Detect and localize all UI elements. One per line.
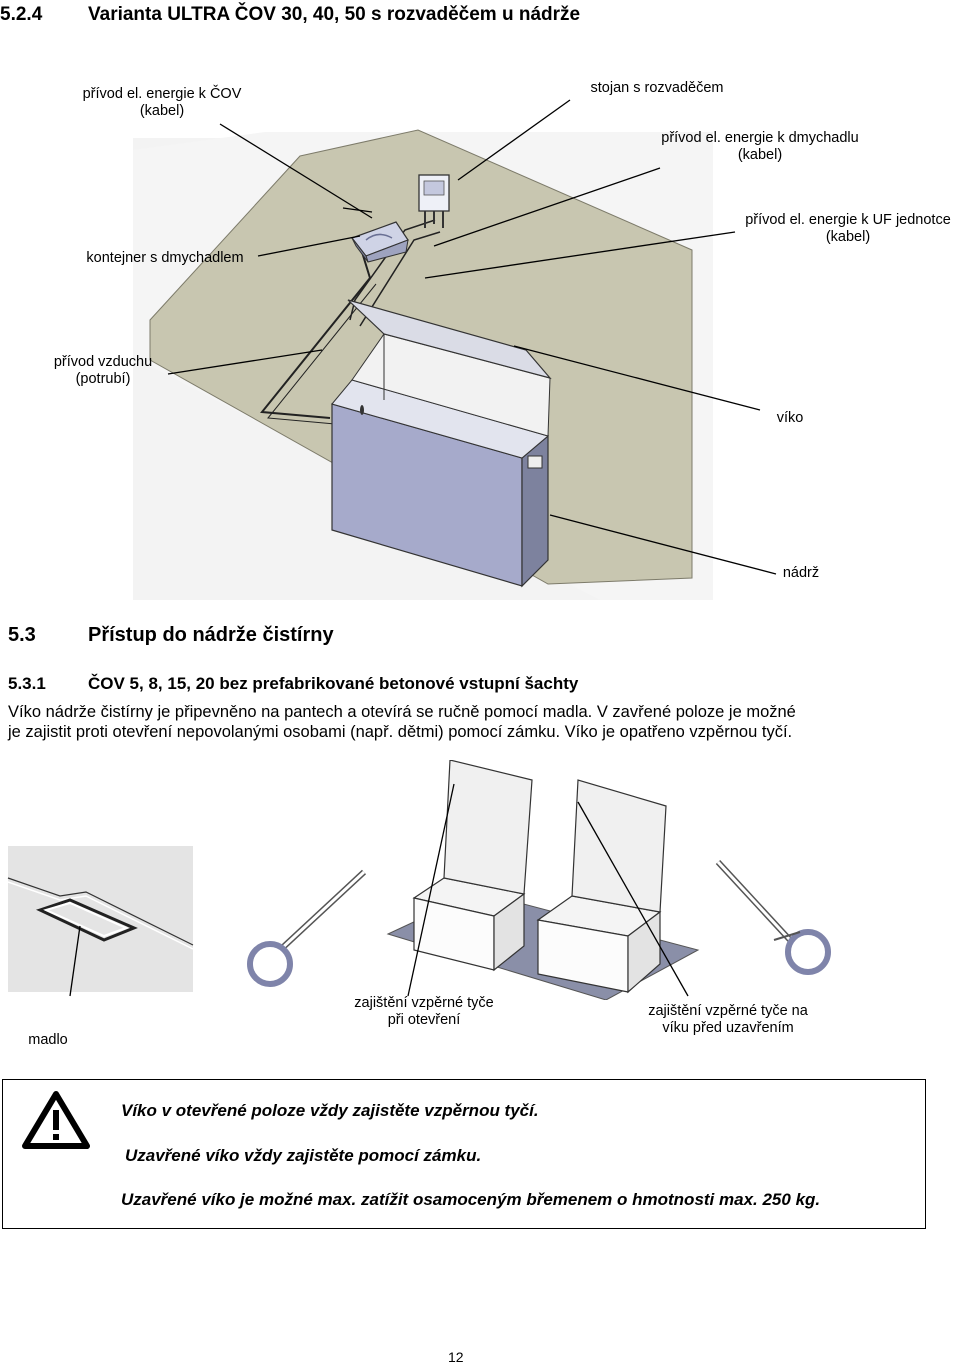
air-pipe [260,251,372,419]
tank-port [527,455,543,469]
label-strut-closed: zajištění vzpěrné tyče na víku před uzav… [630,1003,826,1037]
label-power-uf-line1: přívod el. energie k UF jednotce [745,212,951,228]
lid-access-figure [7,760,831,1000]
warning-box: Víko v otevřené poloze vždy zajistěte vz… [2,1079,926,1229]
label-stand: stojan s rozvaděčem [590,80,724,96]
label-power-uf: přívod el. energie k UF jednotce (kabel) [736,212,960,246]
strut-ring-1 [247,941,293,987]
label-air-line1: přívod vzduchu [53,354,153,370]
label-tank: nádrž [782,565,820,581]
section-title-5-3: Přístup do nádrže čistírny [88,624,334,646]
warning-triangle-icon [22,1091,90,1149]
strut-ring-2 [785,929,831,975]
warning-line-2: Uzavřené víko vždy zajistěte pomocí zámk… [125,1146,482,1165]
label-handle: madlo [28,1032,68,1048]
cable-route [349,219,436,321]
section-number-5-2-4: 5.2.4 [0,4,43,25]
section-title-5-2-4: Varianta ULTRA ČOV 30, 40, 50 s rozvaděč… [88,4,581,25]
paragraph-line-1: Víko nádrže čistírny je připevněno na pa… [8,703,796,721]
handle-shape [35,898,138,942]
label-strut-closed-line2: víku před uzavřením [662,1020,794,1036]
label-power-blower: přívod el. energie k dmychadlu (kabel) [640,130,880,164]
label-air-line2: (potrubí) [75,371,131,387]
label-air-supply: přívod vzduchu (potrubí) [40,354,166,388]
section-number-5-3: 5.3 [8,624,36,646]
warning-line-1: Víko v otevřené poloze vždy zajistěte vz… [121,1101,539,1120]
label-power-cov: přívod el. energie k ČOV (kabel) [62,86,262,120]
installation-figure [133,99,777,600]
label-power-cov-line2: (kabel) [139,103,185,119]
section-title-5-3-1: ČOV 5, 8, 15, 20 bez prefabrikované beto… [88,674,579,693]
label-power-uf-line2: (kabel) [825,229,871,245]
label-container: kontejner s dmychadlem [86,250,244,266]
label-lid: víko [776,410,804,426]
label-power-cov-line1: přívod el. energie k ČOV [82,86,242,102]
label-strut-closed-line1: zajištění vzpěrné tyče na [648,1003,808,1019]
tank-lid [347,299,552,380]
section-number-5-3-1: 5.3.1 [8,674,46,693]
lid-open-1 [443,760,533,895]
body-paragraph: Víko nádrže čistírny je připevněno na pa… [8,702,953,742]
label-strut-open-line1: zajištění vzpěrné tyče [354,995,494,1011]
page-number: 12 [448,1349,464,1365]
handle-detail-panel [8,846,193,992]
label-strut-open-line2: při otevření [387,1012,461,1028]
label-power-blower-line2: (kabel) [737,147,783,163]
label-strut-open: zajištění vzpěrné tyče při otevření [330,995,518,1029]
paragraph-line-2: je zajistit proti otevření nepovolanými … [8,723,793,741]
label-power-blower-line1: přívod el. energie k dmychadlu [661,130,859,146]
warning-line-3: Uzavřené víko je možné max. zatížit osam… [121,1190,821,1209]
lid-open-2 [571,779,667,913]
